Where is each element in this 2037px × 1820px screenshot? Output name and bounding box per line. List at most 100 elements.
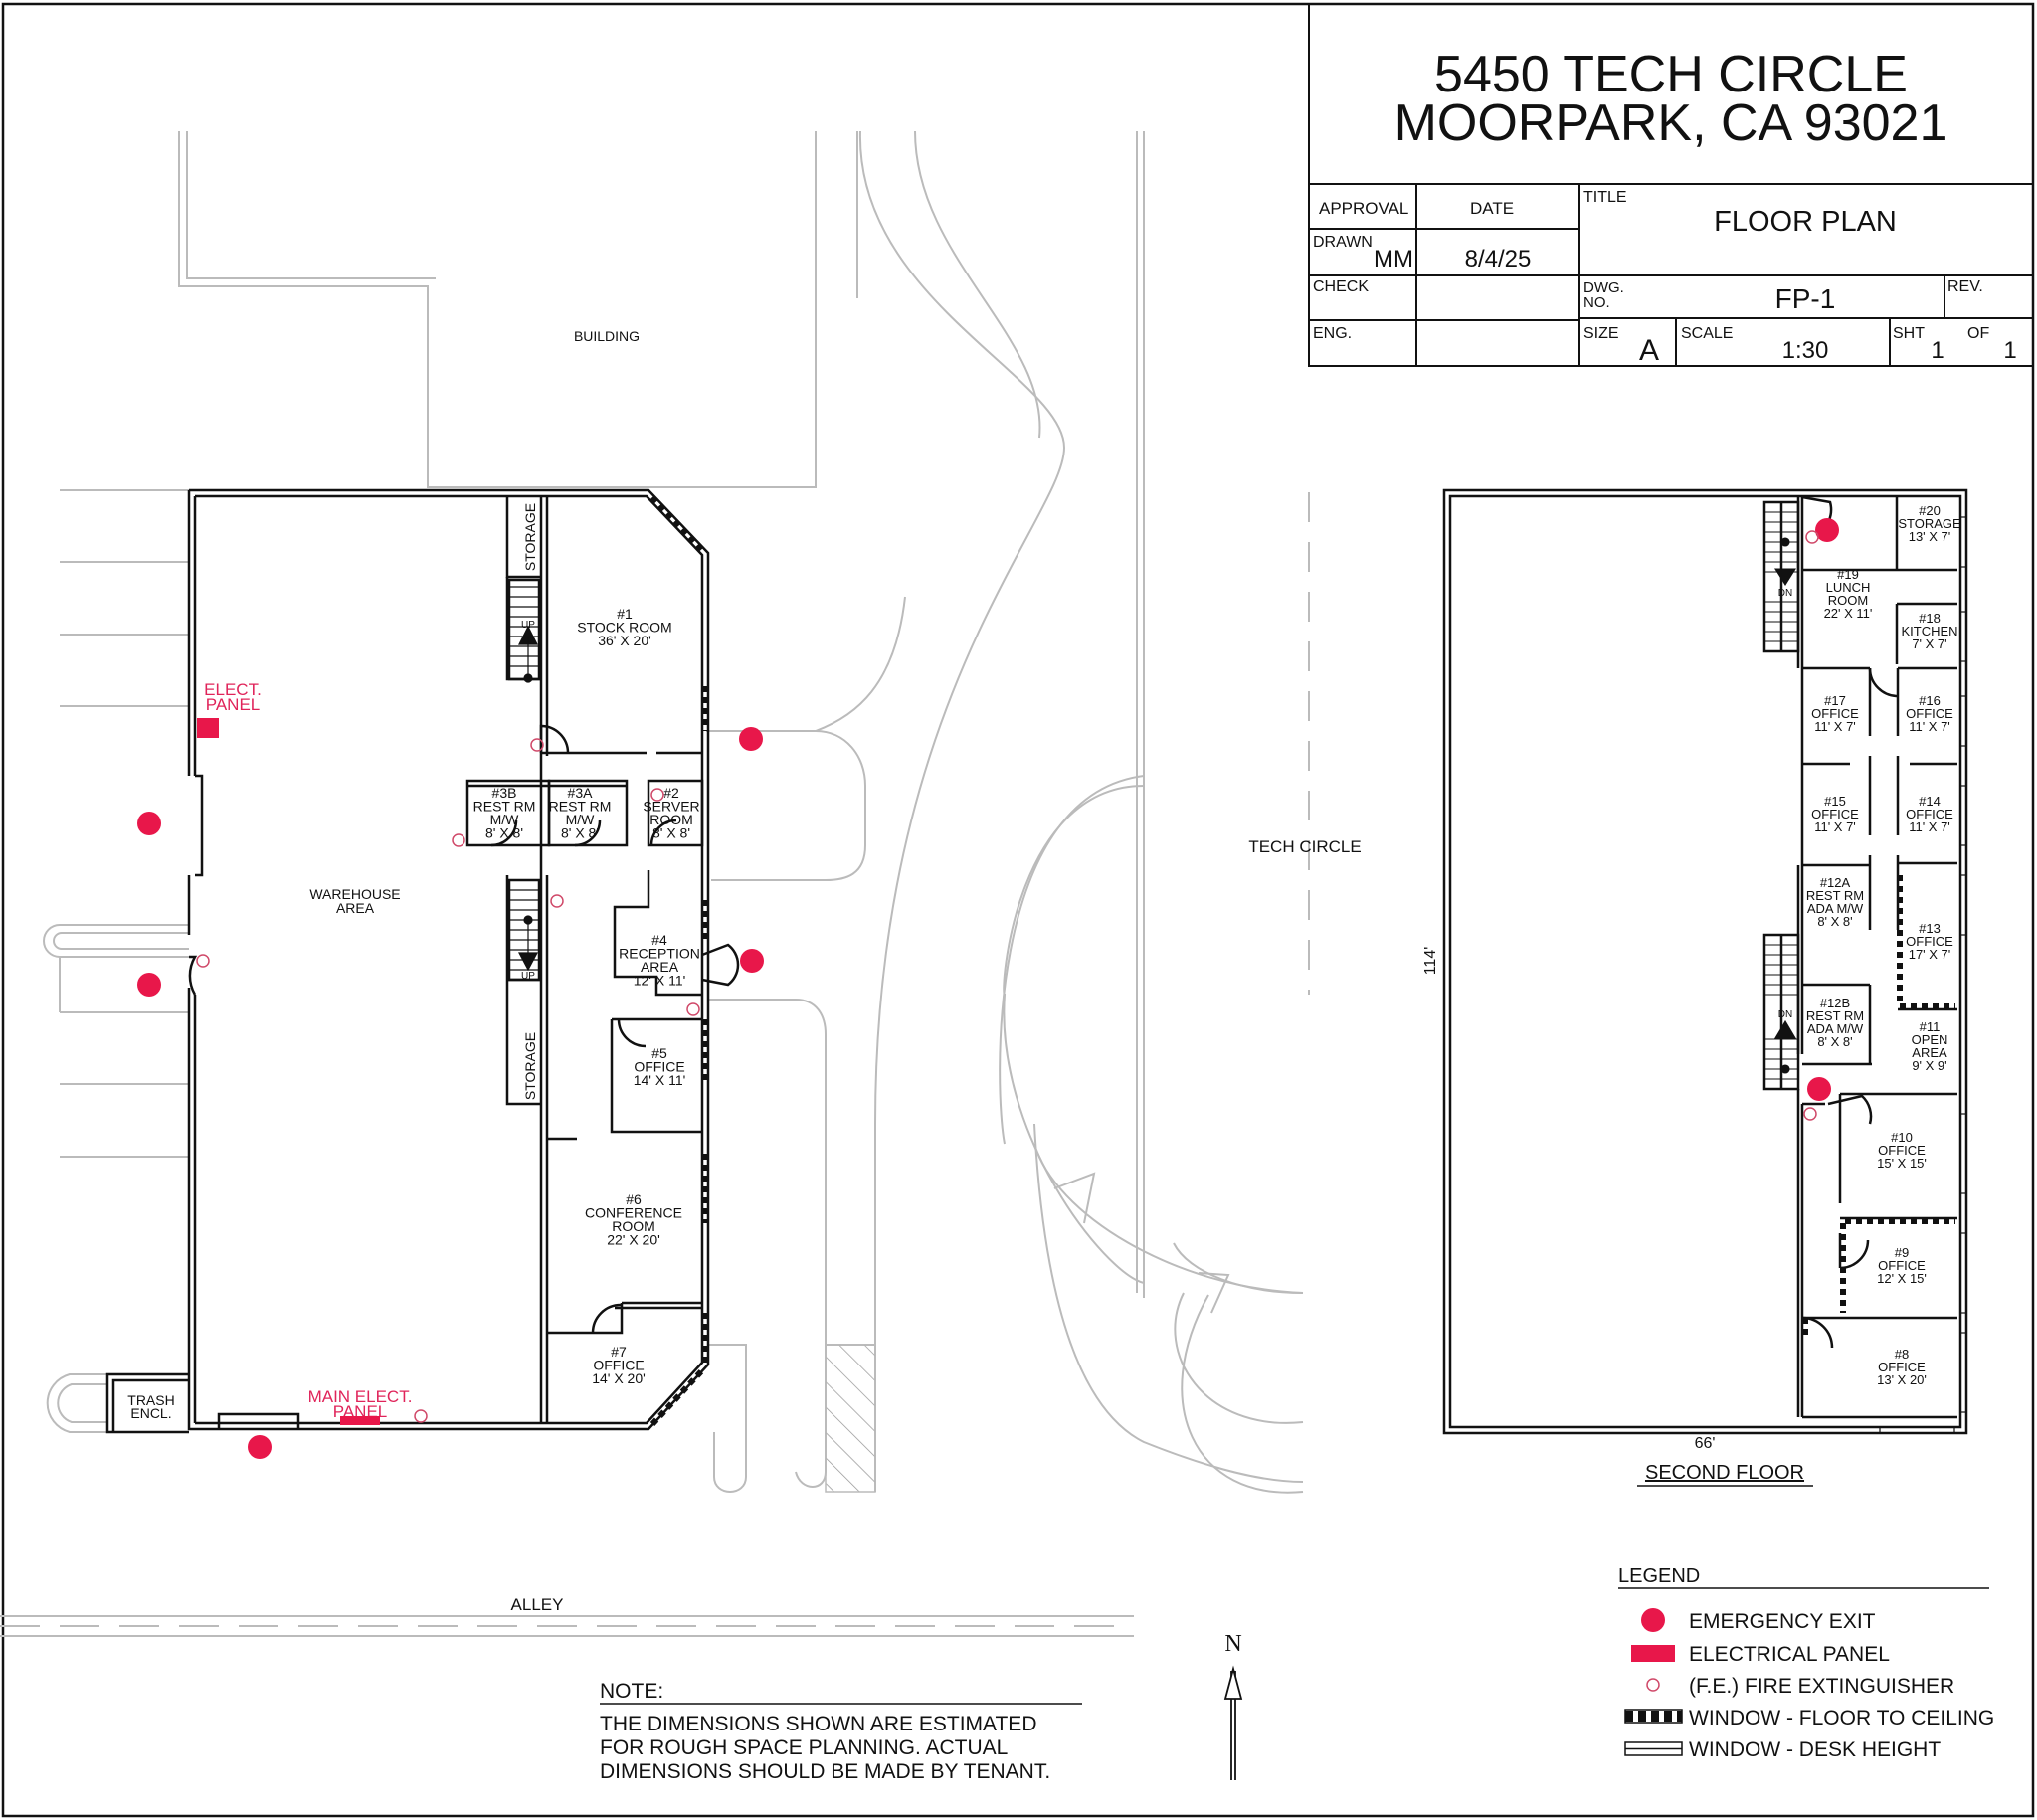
legend-emergency-exit-icon [1641, 1608, 1665, 1632]
emergency-exit-icon [248, 1435, 272, 1459]
first-floor-room-label-line: 12' X 11' [634, 973, 686, 989]
of-label: OF [1967, 325, 1989, 342]
legend-fire-extinguisher-label: (F.E.) FIRE EXTINGUISHER [1689, 1675, 1954, 1698]
legend-emergency-exit-label: EMERGENCY EXIT [1689, 1610, 1876, 1633]
second-floor-room-label-line: OFFICE [1811, 706, 1859, 721]
rev-label: REV. [1947, 278, 1983, 295]
first-floor-room-label-line: #3B [492, 785, 517, 801]
floor-ceiling-windows [649, 494, 708, 1427]
second-floor-room-label-line: LUNCH [1826, 580, 1871, 595]
title-block [1308, 3, 2034, 367]
second-floor-room-label-line: 22' X 11' [1824, 606, 1873, 621]
sht-label: SHT [1893, 325, 1925, 342]
second-floor-room-label-line: ROOM [1828, 593, 1868, 608]
first-floor-room-label-line: #3A [568, 785, 594, 801]
elect-panel-label-1: ELECT. [204, 680, 262, 699]
first-floor-room-label-line: #4 [651, 932, 667, 948]
address-line-2: MOORPARK, CA 93021 [1394, 94, 1948, 152]
second-floor-stair-treads [1764, 511, 1798, 1080]
warehouse-label-2: AREA [336, 900, 375, 916]
emergency-exit-icon [1807, 1077, 1831, 1101]
second-floor-room-label-line: #9 [1895, 1245, 1909, 1260]
approval-label: APPROVAL [1319, 199, 1408, 218]
title-label: TITLE [1583, 189, 1627, 206]
first-floor-room-label-line: AREA [641, 959, 679, 975]
first-floor-room-label-line: OFFICE [593, 1358, 644, 1373]
first-floor-room-label-line: 8' X 8' [561, 825, 599, 841]
fire-extinguisher-icon [650, 788, 664, 802]
north-arrow-icon [1223, 1665, 1243, 1780]
first-floor-room-label-line: 14' X 20' [592, 1370, 646, 1386]
second-floor-room-label-line: #20 [1919, 503, 1941, 518]
second-floor-room-label-line: 11' X 7' [1814, 819, 1856, 834]
second-floor-room-label-line: #18 [1919, 611, 1941, 626]
scale-label: SCALE [1681, 325, 1733, 342]
second-floor-room-label-line: OFFICE [1878, 1360, 1926, 1374]
second-floor-room-label-line: #11 [1920, 1019, 1941, 1034]
emergency-exit-markers [137, 518, 1839, 1459]
first-floor-room-label-line: CONFERENCE [585, 1205, 682, 1221]
second-floor-room-label-line: #10 [1891, 1130, 1913, 1145]
second-floor-room-label-line: 8' X 8' [1817, 914, 1852, 929]
fire-extinguisher-icon [686, 1002, 700, 1016]
first-floor-room-label-line: 8' X 8' [485, 825, 523, 841]
second-floor-room-label-line: 12' X 15' [1877, 1271, 1927, 1286]
second-floor-room-label-line: 7' X 7' [1912, 637, 1946, 651]
legend-title: LEGEND [1618, 1565, 1700, 1587]
dwg-value: FP-1 [1775, 283, 1836, 314]
stair-treads [509, 586, 539, 972]
up-label-top: UP [521, 620, 535, 631]
main-elect-label-1: MAIN ELECT. [308, 1387, 413, 1406]
first-floor-room-label-line: 36' X 20' [598, 633, 651, 648]
first-floor-room-label-line: 8' X 8' [652, 825, 690, 841]
second-floor-room-label-line: OPEN [1912, 1032, 1948, 1047]
legend-floor-ceiling-window-icon [1624, 1709, 1683, 1724]
storage-bottom-label: STORAGE [522, 1032, 538, 1100]
size-label: SIZE [1583, 325, 1619, 342]
trash-label-1: TRASH [127, 1392, 174, 1408]
first-floor-room-label-line: REST RM [473, 799, 536, 815]
second-floor-room-label-line: OFFICE [1878, 1258, 1926, 1273]
electrical-panel-icon [197, 718, 219, 738]
legend-floor-ceiling-window-label: WINDOW - FLOOR TO CEILING [1689, 1707, 1994, 1729]
second-floor-room-label-line: 15' X 15' [1877, 1156, 1927, 1171]
second-floor-room-label-line: STORAGE [1898, 516, 1961, 531]
second-floor-room-label-line: #12A [1820, 875, 1851, 890]
second-floor-room-label-line: #17 [1824, 693, 1846, 708]
second-floor-room-label-line: #14 [1919, 794, 1941, 809]
first-floor-room-label-line: 22' X 20' [607, 1232, 660, 1248]
second-floor-room-label-line: OFFICE [1906, 807, 1953, 821]
fire-extinguisher-icon [196, 954, 210, 968]
second-floor-room-label-line: 13' X 20' [1877, 1372, 1927, 1387]
first-floor-room-label-line: #7 [611, 1344, 627, 1360]
drawn-value: MM [1374, 246, 1413, 273]
second-floor-room-label-line: #8 [1895, 1347, 1909, 1362]
sht-value: 1 [1931, 337, 1944, 364]
first-floor-room-label-line: M/W [566, 812, 596, 827]
second-floor-room-label-line: REST RM [1806, 888, 1864, 903]
second-floor-room-label-line: 9' X 9' [1912, 1058, 1946, 1073]
second-floor-room-label-line: #13 [1919, 921, 1941, 936]
second-floor-room-label-line: 8' X 8' [1817, 1034, 1852, 1049]
note-line-3: DIMENSIONS SHOULD BE MADE BY TENANT. [600, 1760, 1050, 1783]
legend-fire-extinguisher-icon [1646, 1678, 1660, 1692]
note-line-2: FOR ROUGH SPACE PLANNING. ACTUAL [600, 1736, 1008, 1759]
first-floor-room-label-line: M/W [490, 812, 520, 827]
title-value: FLOOR PLAN [1714, 206, 1897, 238]
first-floor-room-label-line: #5 [651, 1045, 667, 1061]
